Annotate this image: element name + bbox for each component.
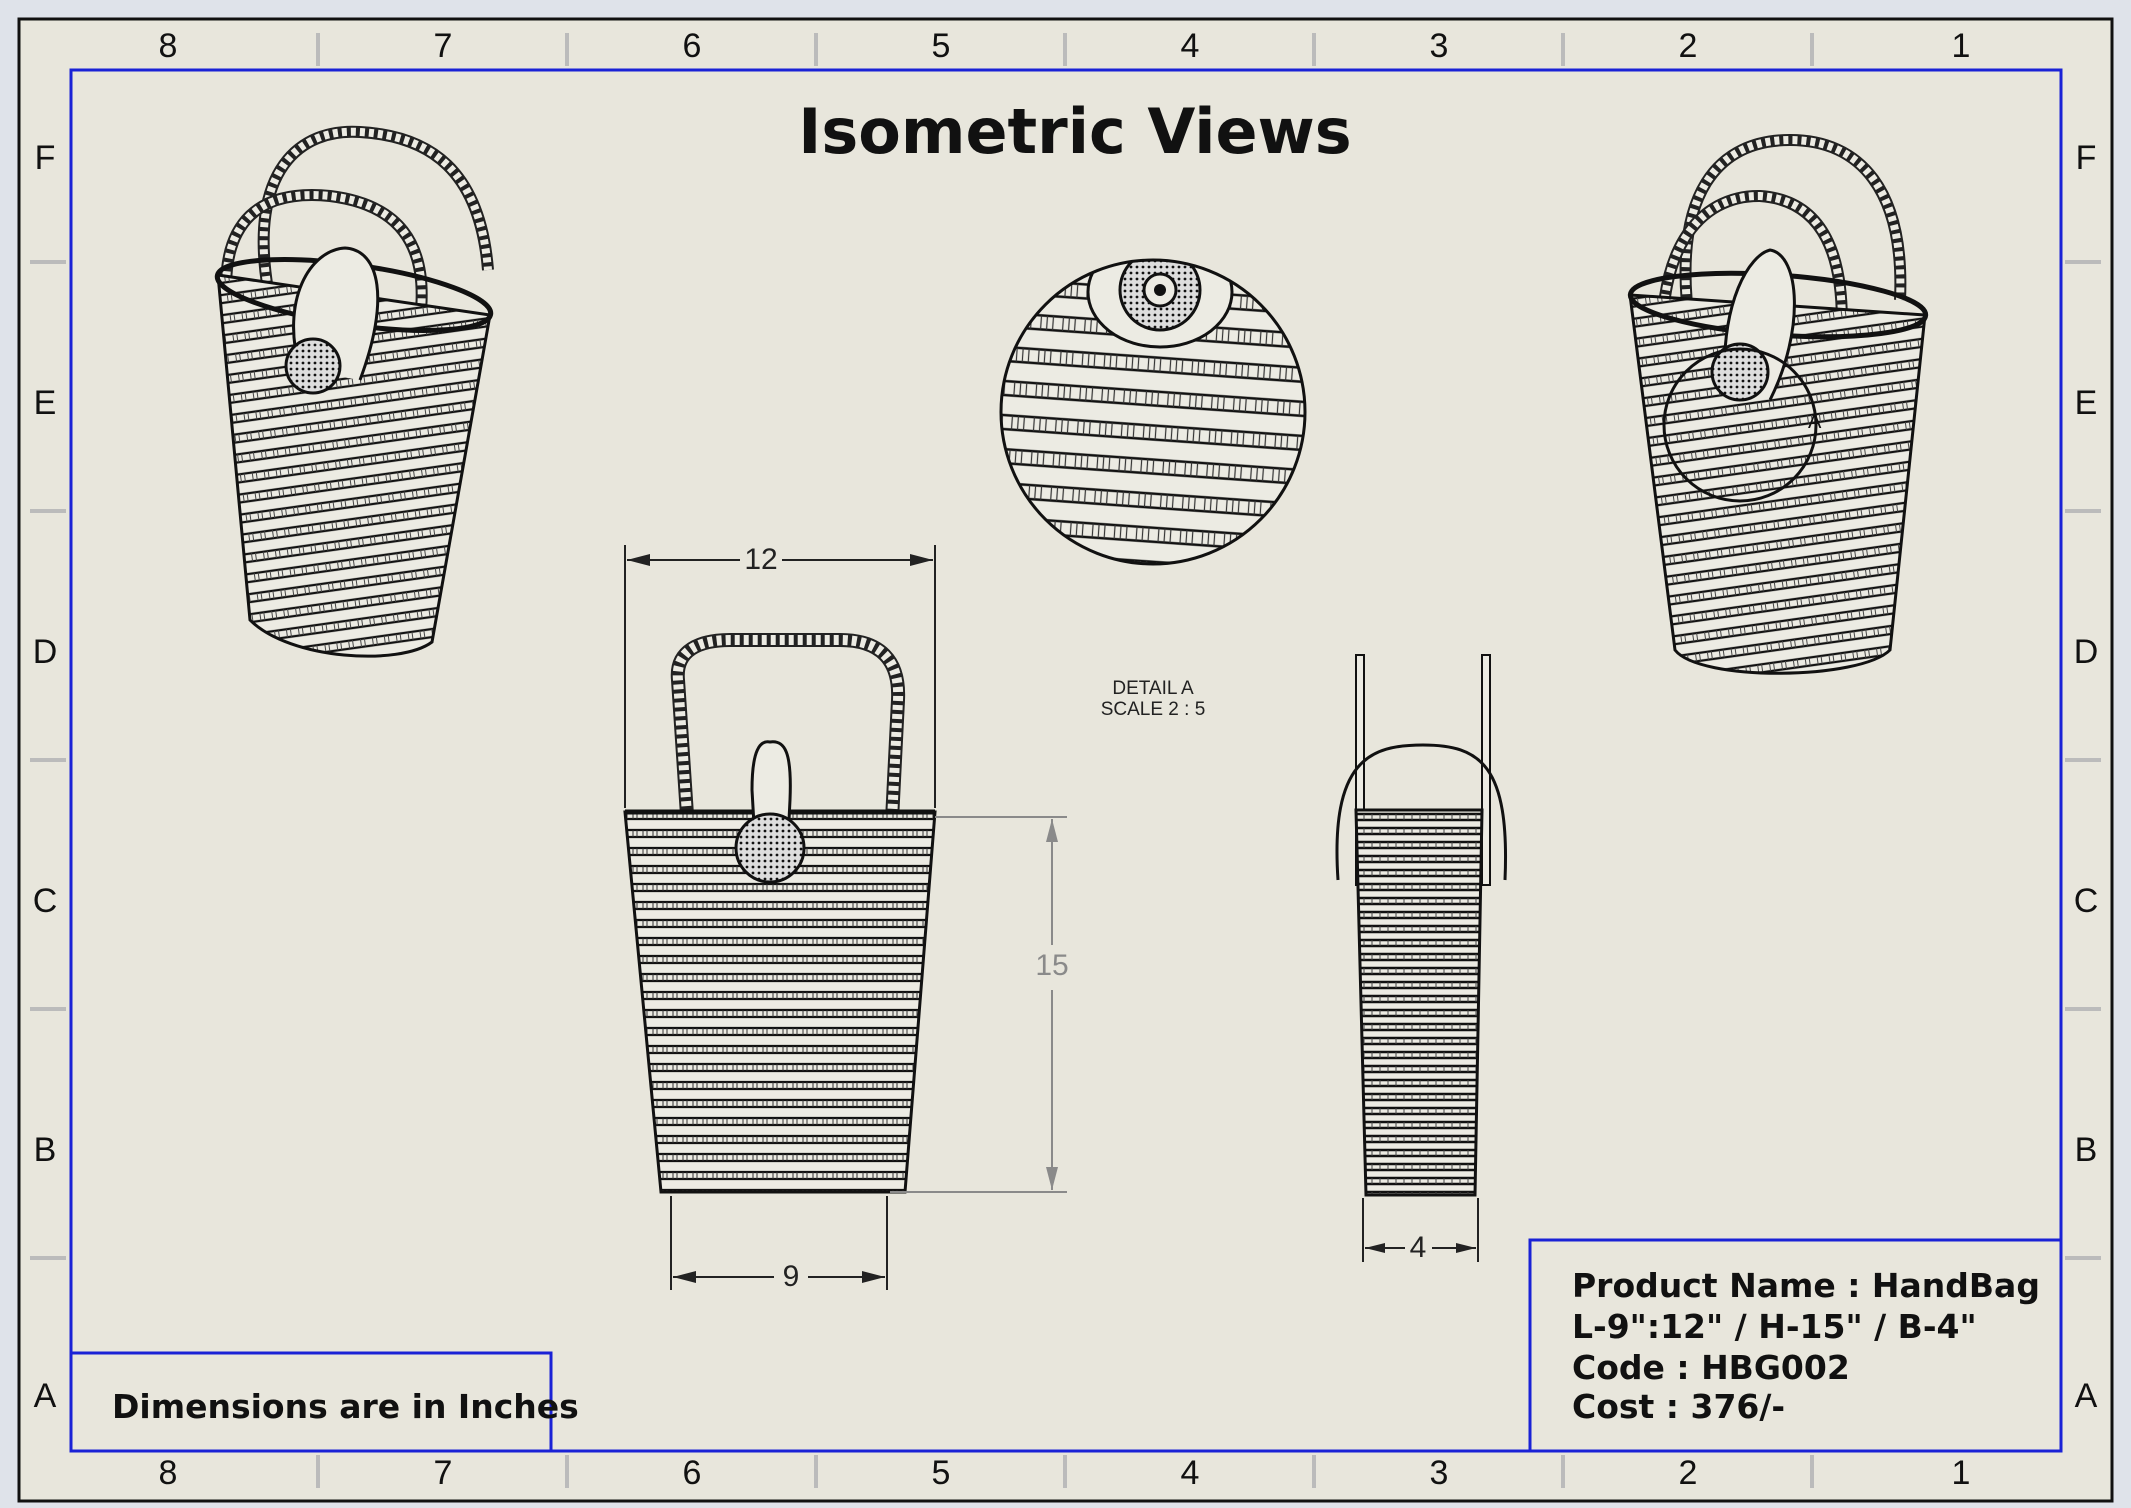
row-label: A (2075, 1377, 2098, 1415)
row-label: B (2075, 1131, 2098, 1169)
col-label: 3 (1430, 1454, 1449, 1492)
dim-height-value: 15 (1035, 949, 1068, 982)
dim-top-width: 12 (624, 543, 936, 808)
dim-side-breadth-value: 4 (1410, 1231, 1427, 1264)
col-label: 5 (932, 1454, 951, 1492)
isometric-view-right: A (1627, 133, 1929, 675)
row-label: A (34, 1377, 57, 1415)
column-labels-bottom: 8 7 6 5 4 3 2 1 (159, 1454, 1971, 1492)
dim-top-width-value: 12 (744, 543, 777, 576)
col-label: 4 (1181, 1454, 1200, 1492)
col-label: 8 (159, 1454, 178, 1492)
detail-a-scale: SCALE 2 : 5 (1101, 699, 1206, 720)
col-label: 8 (159, 27, 178, 65)
row-label: E (34, 384, 57, 422)
product-size: L-9":12" / H-15" / B-4" (1572, 1307, 1977, 1346)
col-label: 5 (932, 27, 951, 65)
row-label: B (34, 1131, 57, 1169)
row-label: F (2076, 139, 2097, 177)
dim-bottom-width: 9 (670, 1196, 888, 1293)
dim-height: 15 (890, 816, 1069, 1193)
row-label: F (35, 139, 56, 177)
side-view (1335, 654, 1508, 1197)
col-label: 2 (1679, 1454, 1698, 1492)
dimensions-note: Dimensions are in Inches (112, 1387, 579, 1426)
col-label: 2 (1679, 27, 1698, 65)
row-labels-left: F E D C B A (33, 139, 58, 1415)
col-label: 4 (1181, 27, 1200, 65)
col-label: 6 (683, 1454, 702, 1492)
row-label: D (33, 633, 58, 671)
col-label: 6 (683, 27, 702, 65)
col-label: 7 (434, 27, 453, 65)
row-label: E (2075, 384, 2098, 422)
product-cost: Cost : 376/- (1572, 1387, 1785, 1426)
row-label: C (33, 882, 58, 920)
drawing-title: Isometric Views (798, 95, 1351, 168)
dim-bottom-width-value: 9 (783, 1260, 800, 1293)
front-view (623, 633, 937, 1194)
title-block: Product Name : HandBag L-9":12" / H-15" … (1528, 1238, 2063, 1453)
row-label: C (2074, 882, 2099, 920)
detail-a-view (999, 258, 1307, 566)
detail-callout-label: A (1808, 411, 1822, 433)
column-labels-top: 8 7 6 5 4 3 2 1 (159, 27, 1971, 65)
isometric-view-left (214, 125, 494, 658)
product-name: Product Name : HandBag (1572, 1266, 2040, 1305)
zone-ticks (30, 33, 2101, 1488)
detail-callout-circle (1662, 347, 1818, 503)
dimensions-note-box: Dimensions are in Inches (69, 1351, 579, 1453)
inner-border (69, 68, 2063, 1453)
col-label: 1 (1952, 27, 1971, 65)
dim-side-breadth: 4 (1362, 1198, 1479, 1264)
col-label: 1 (1952, 1454, 1971, 1492)
row-labels-right: F E D C B A (2074, 139, 2099, 1415)
col-label: 3 (1430, 27, 1449, 65)
detail-a-title: DETAIL A (1112, 678, 1194, 699)
row-label: D (2074, 633, 2099, 671)
col-label: 7 (434, 1454, 453, 1492)
product-code: Code : HBG002 (1572, 1348, 1850, 1387)
